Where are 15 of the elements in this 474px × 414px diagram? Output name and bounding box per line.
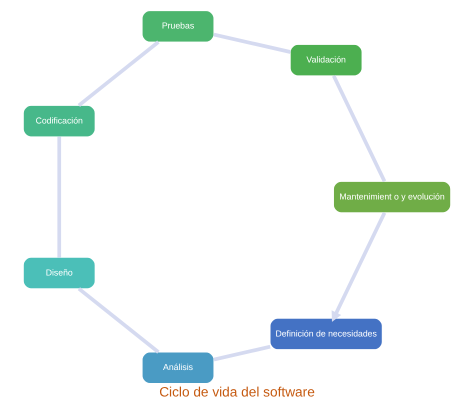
arrow — [332, 212, 386, 322]
node-box: Mantenimient o y evolución — [333, 181, 451, 213]
node-box: Diseño — [23, 257, 96, 289]
node-box: Validación — [290, 44, 362, 76]
connector — [213, 32, 291, 54]
node-box: Definición de necesidades — [270, 318, 382, 350]
connector — [78, 40, 160, 107]
node-box: Codificación — [23, 105, 96, 137]
connector — [78, 287, 160, 354]
diagram-title: Ciclo de vida del software — [159, 384, 315, 400]
node-box: Pruebas — [142, 10, 214, 42]
node-box: Análisis — [142, 352, 214, 384]
connector — [57, 136, 62, 258]
connector — [214, 344, 271, 362]
connector — [332, 75, 386, 182]
